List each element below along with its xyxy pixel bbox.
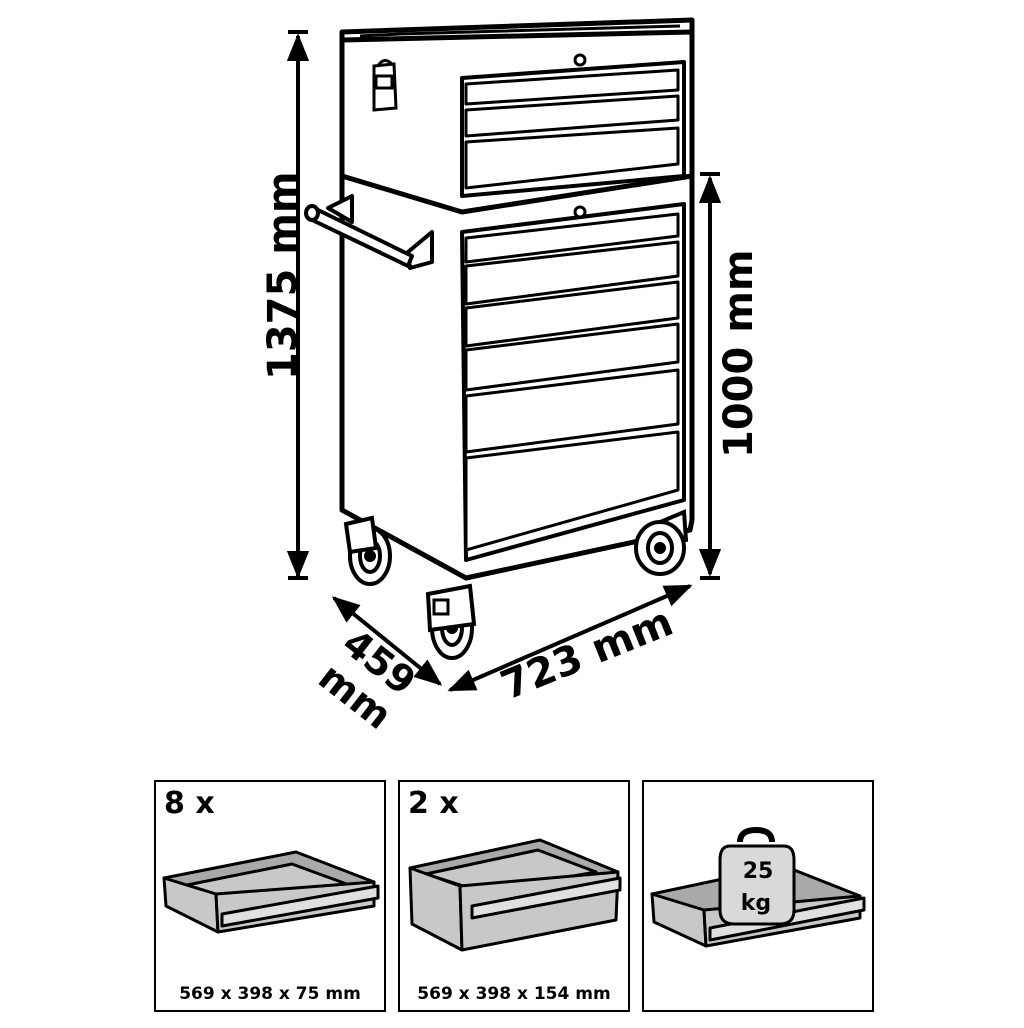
panel-deep-drawers: 2 x 569 x 398 x 154 mm — [398, 780, 630, 1012]
weight-icon — [718, 826, 796, 926]
caster-rear-right — [634, 509, 689, 576]
side-handle-icon — [304, 194, 434, 270]
shallow-drawer-quantity: 8 x — [164, 786, 215, 821]
shallow-drawer-size: 569 x 398 x 75 mm — [179, 984, 361, 1004]
base-cabinet — [339, 173, 695, 581]
caster-front-left — [343, 515, 392, 586]
width-label: 723 mm — [495, 599, 680, 709]
shallow-drawer-icon — [162, 850, 380, 934]
deep-drawer-icon — [408, 838, 622, 952]
weight-drawer-icon: 25 kg — [650, 826, 866, 948]
total-height-label: 1375 mm — [260, 171, 306, 380]
top-chest — [339, 17, 695, 217]
dimension-lines — [286, 30, 722, 692]
base-height-label: 1000 mm — [716, 249, 762, 458]
weight-value: 25 — [743, 859, 774, 884]
panel-load-capacity: 25 kg — [642, 780, 874, 1012]
weight-unit: kg — [741, 891, 771, 916]
caster-front-right — [425, 583, 477, 660]
panel-shallow-drawers: 8 x 569 x 398 x 75 mm — [154, 780, 386, 1012]
deep-drawer-size: 569 x 398 x 154 mm — [417, 984, 611, 1004]
deep-drawer-quantity: 2 x — [408, 786, 459, 821]
chest-side-latch-icon — [372, 59, 398, 112]
